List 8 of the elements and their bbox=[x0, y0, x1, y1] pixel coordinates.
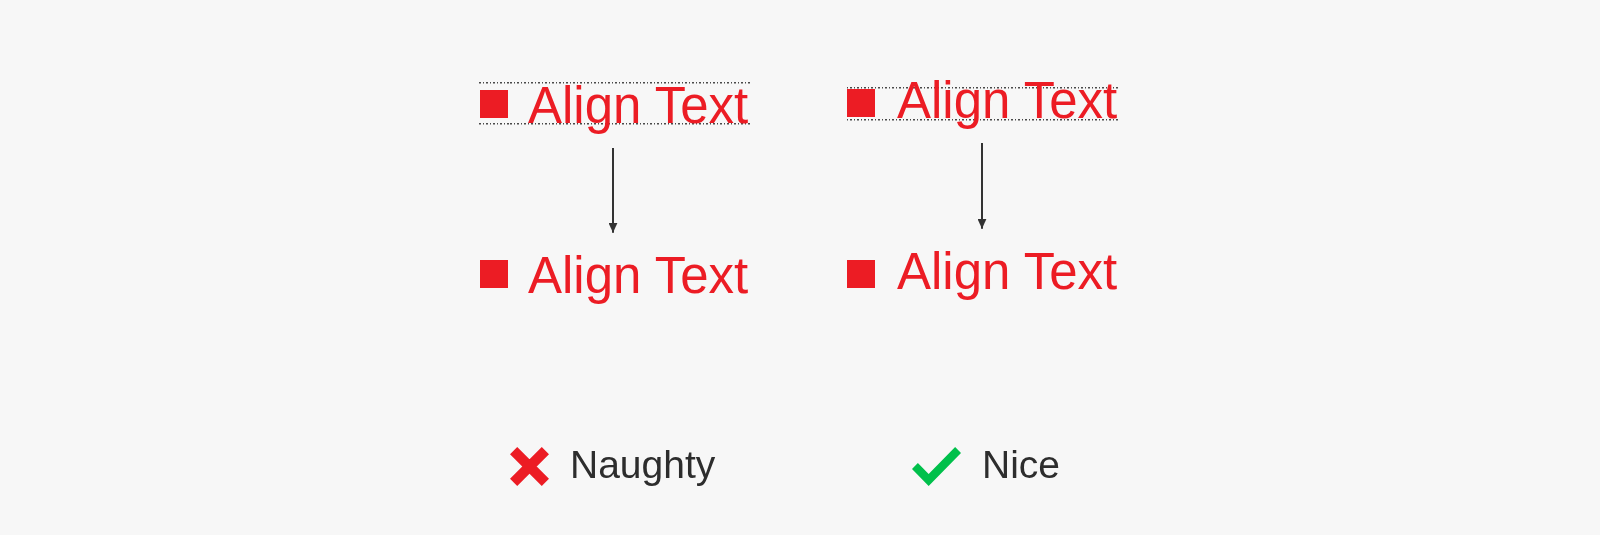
label-text: Nice bbox=[982, 442, 1061, 487]
sample-text: Align Text bbox=[897, 242, 1118, 300]
sample-text: Align Text bbox=[528, 246, 749, 304]
arrow bbox=[977, 141, 987, 230]
sample-text: Align Text bbox=[897, 71, 1118, 129]
label-text: Naughty bbox=[570, 442, 716, 487]
sample-text: Align Text bbox=[528, 76, 749, 134]
arrow bbox=[608, 146, 618, 234]
